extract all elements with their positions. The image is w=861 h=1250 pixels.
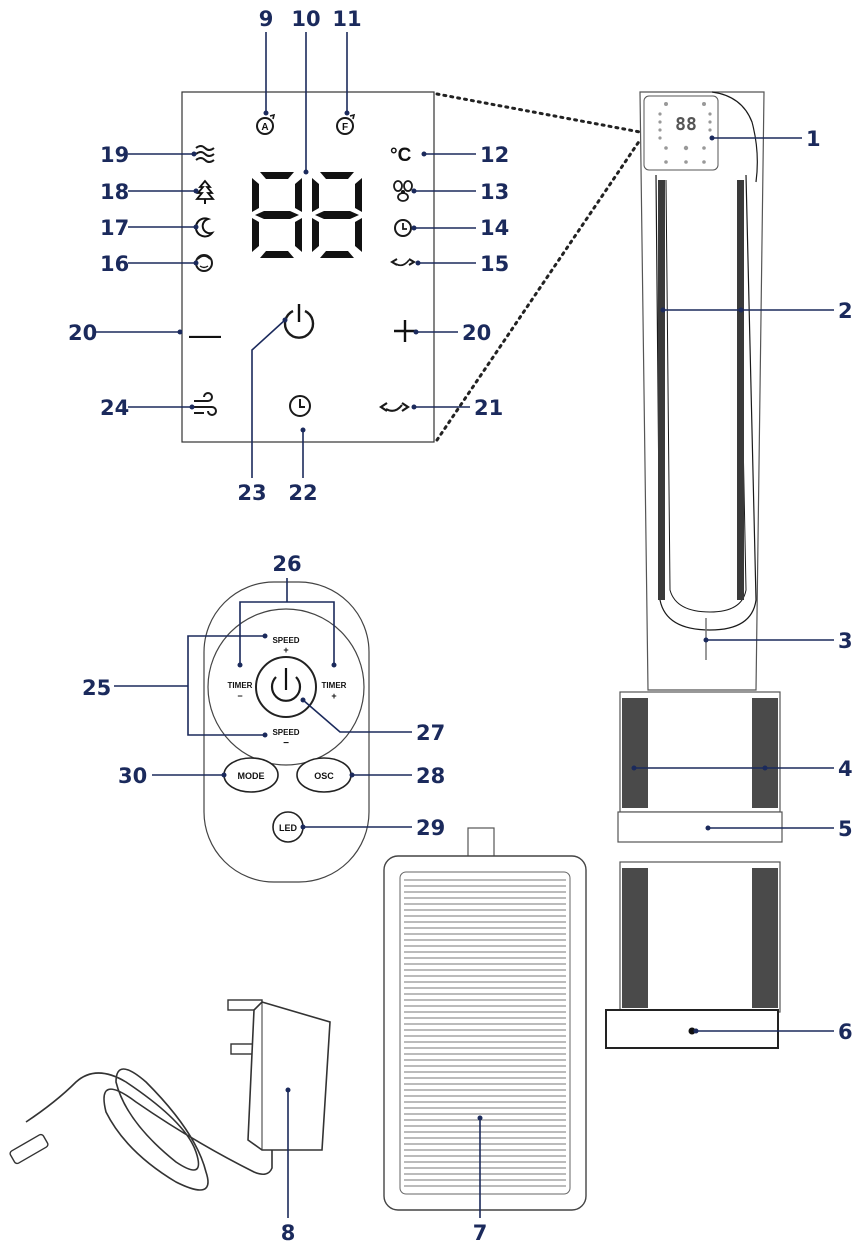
callout-7: 7 — [473, 1221, 488, 1245]
callout-21: 21 — [474, 396, 503, 420]
tower-column — [639, 91, 765, 691]
auto-mode-icon: A — [256, 113, 276, 135]
callout-16: 16 — [100, 252, 129, 276]
callout-25: 25 — [82, 676, 111, 700]
filter-pleats — [404, 879, 566, 1187]
remote-timer-left-label: TIMER — [228, 681, 253, 690]
natural-wind-icon — [195, 145, 215, 163]
control-panel: A F °C — [181, 91, 642, 443]
callout-26: 26 — [272, 552, 301, 576]
callout-22: 22 — [288, 481, 317, 505]
callout-9: 9 — [259, 7, 274, 31]
callout-10: 10 — [291, 7, 320, 31]
filter — [383, 827, 587, 1211]
filter-callout: 7 — [473, 1115, 488, 1245]
adapter-callout: 8 — [281, 1087, 296, 1245]
remote-speed-minus-sign[interactable]: − — [283, 738, 289, 749]
callout-6: 6 — [838, 1020, 853, 1044]
oscillation-icon-small — [390, 258, 416, 267]
remote-control: SPEED + SPEED − TIMER − TIMER + MODE OSC… — [203, 581, 370, 883]
remote-timer-right-label: TIMER — [322, 681, 347, 690]
adapter-cable — [25, 1068, 273, 1191]
remote-callouts: 26 25 27 28 30 29 — [82, 552, 445, 840]
callout-13: 13 — [480, 180, 509, 204]
remote-speed-minus-label: SPEED — [272, 728, 299, 737]
remote-speed-plus-label: SPEED — [272, 636, 299, 645]
remote-led-label: LED — [279, 823, 298, 833]
fan-speed-icon — [393, 180, 413, 202]
callout-20-plus: 20 — [462, 321, 491, 345]
fahrenheit-icon-letter: F — [342, 122, 348, 133]
dc-plug — [9, 1133, 49, 1165]
tower-control-panel — [643, 95, 719, 171]
power-adapter — [9, 999, 331, 1191]
callout-14: 14 — [480, 216, 509, 240]
callout-27: 27 — [416, 721, 445, 745]
zoom-line-top — [435, 92, 642, 134]
callout-20-minus: 20 — [68, 321, 97, 345]
callout-29: 29 — [416, 816, 445, 840]
wind-mode-button[interactable] — [194, 392, 217, 416]
auto-icon-letter: A — [261, 122, 268, 133]
callout-3: 3 — [838, 629, 853, 653]
tree-icon — [195, 179, 215, 204]
callout-12: 12 — [480, 143, 509, 167]
callout-19: 19 — [100, 143, 129, 167]
tower-mini-display: 88 — [675, 114, 697, 135]
callout-2: 2 — [838, 299, 853, 323]
right-air-outlet — [737, 180, 744, 600]
callout-18: 18 — [100, 180, 129, 204]
seven-segment-display — [252, 172, 362, 258]
left-intake-grille — [622, 698, 648, 808]
tower-panel-mini-icons — [658, 102, 712, 164]
minus-button[interactable]: — — [189, 316, 221, 352]
left-air-outlet — [658, 180, 665, 600]
remote-osc-label: OSC — [314, 771, 334, 781]
base-callout: 6 — [693, 1020, 853, 1044]
tower-fan: 88 — [617, 91, 783, 843]
power-socket — [688, 1027, 696, 1035]
plus-button[interactable] — [394, 320, 416, 342]
right-intake-grille — [752, 698, 778, 808]
callout-30: 30 — [118, 764, 147, 788]
callout-8: 8 — [281, 1221, 296, 1245]
callout-15: 15 — [480, 252, 509, 276]
callout-23: 23 — [237, 481, 266, 505]
panel-callouts: 9 10 11 19 18 17 16 12 13 14 15 20 20 24… — [68, 7, 509, 505]
remote-mode-label: MODE — [238, 771, 265, 781]
remote-speed-plus-sign[interactable]: + — [283, 645, 288, 655]
remote-timer-plus-sign[interactable]: + — [331, 691, 336, 701]
fahrenheit-icon: F — [336, 113, 356, 135]
callout-5: 5 — [838, 817, 853, 841]
oscillation-button[interactable] — [379, 402, 410, 412]
tower-stand — [617, 811, 783, 843]
adapter-body — [247, 1001, 331, 1151]
sleep-moon-icon — [194, 217, 215, 238]
timer-clock-icon-small — [394, 219, 412, 237]
celsius-icon: °C — [390, 145, 412, 166]
callout-1: 1 — [806, 127, 821, 151]
callout-24: 24 — [100, 396, 129, 420]
panel-frame — [181, 91, 435, 443]
callout-28: 28 — [416, 764, 445, 788]
detached-base — [605, 861, 781, 1049]
callout-4: 4 — [838, 757, 853, 781]
zoom-line-bottom — [435, 138, 642, 442]
timer-button[interactable] — [289, 395, 311, 417]
callout-17: 17 — [100, 216, 129, 240]
remote-timer-minus-sign[interactable]: − — [237, 691, 242, 701]
tower-callouts: 1 2 3 4 5 — [631, 127, 853, 841]
callout-11: 11 — [332, 7, 361, 31]
